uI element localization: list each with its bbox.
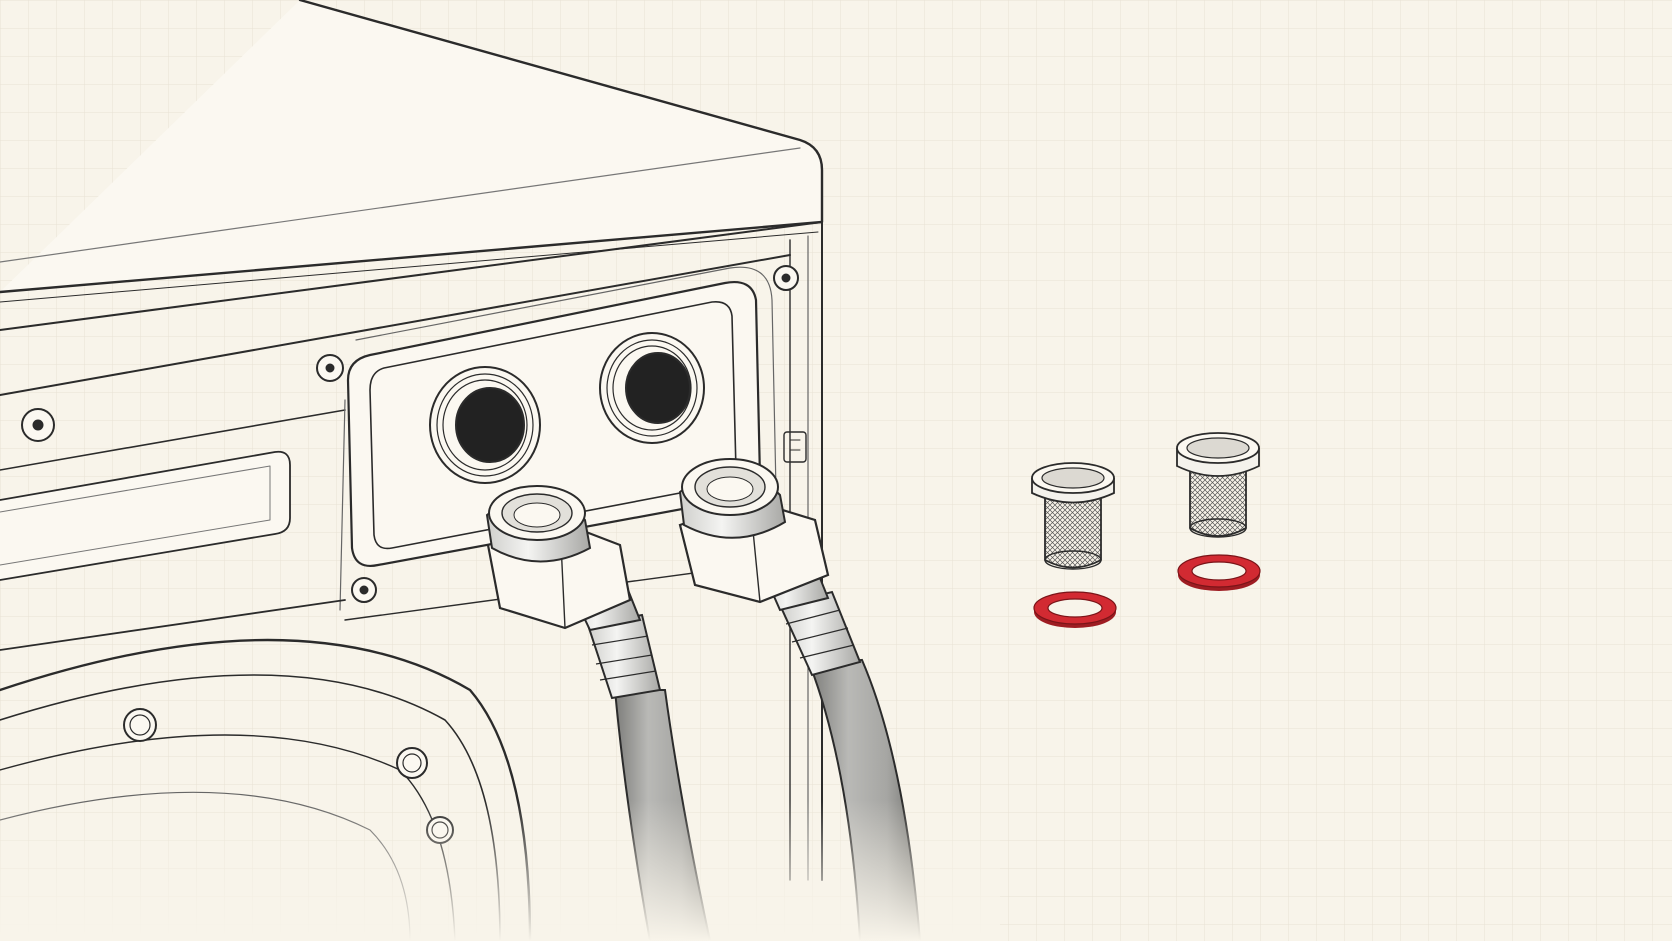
threaded-inlet-icon [599, 332, 705, 444]
screw-icon [773, 265, 799, 291]
filter-screen-small [1031, 462, 1115, 570]
inlet-port-right [599, 332, 705, 444]
screw-icon [316, 354, 344, 382]
threaded-inlet-icon [429, 366, 541, 484]
screw-icon [123, 708, 157, 742]
screw-icon [396, 747, 428, 779]
rubber-washer-small [1033, 591, 1117, 628]
red-washer-icon [1177, 554, 1261, 591]
rubber-washer-large [1177, 554, 1261, 591]
inlet-port-left [429, 366, 541, 484]
screw-icon [21, 408, 55, 442]
mesh-filter-icon [1031, 462, 1115, 570]
filter-screen-large [1176, 432, 1260, 538]
red-washer-icon [1033, 591, 1117, 628]
screw-icon [351, 577, 377, 603]
bottom-fade [0, 800, 1000, 941]
mesh-filter-icon [1176, 432, 1260, 538]
